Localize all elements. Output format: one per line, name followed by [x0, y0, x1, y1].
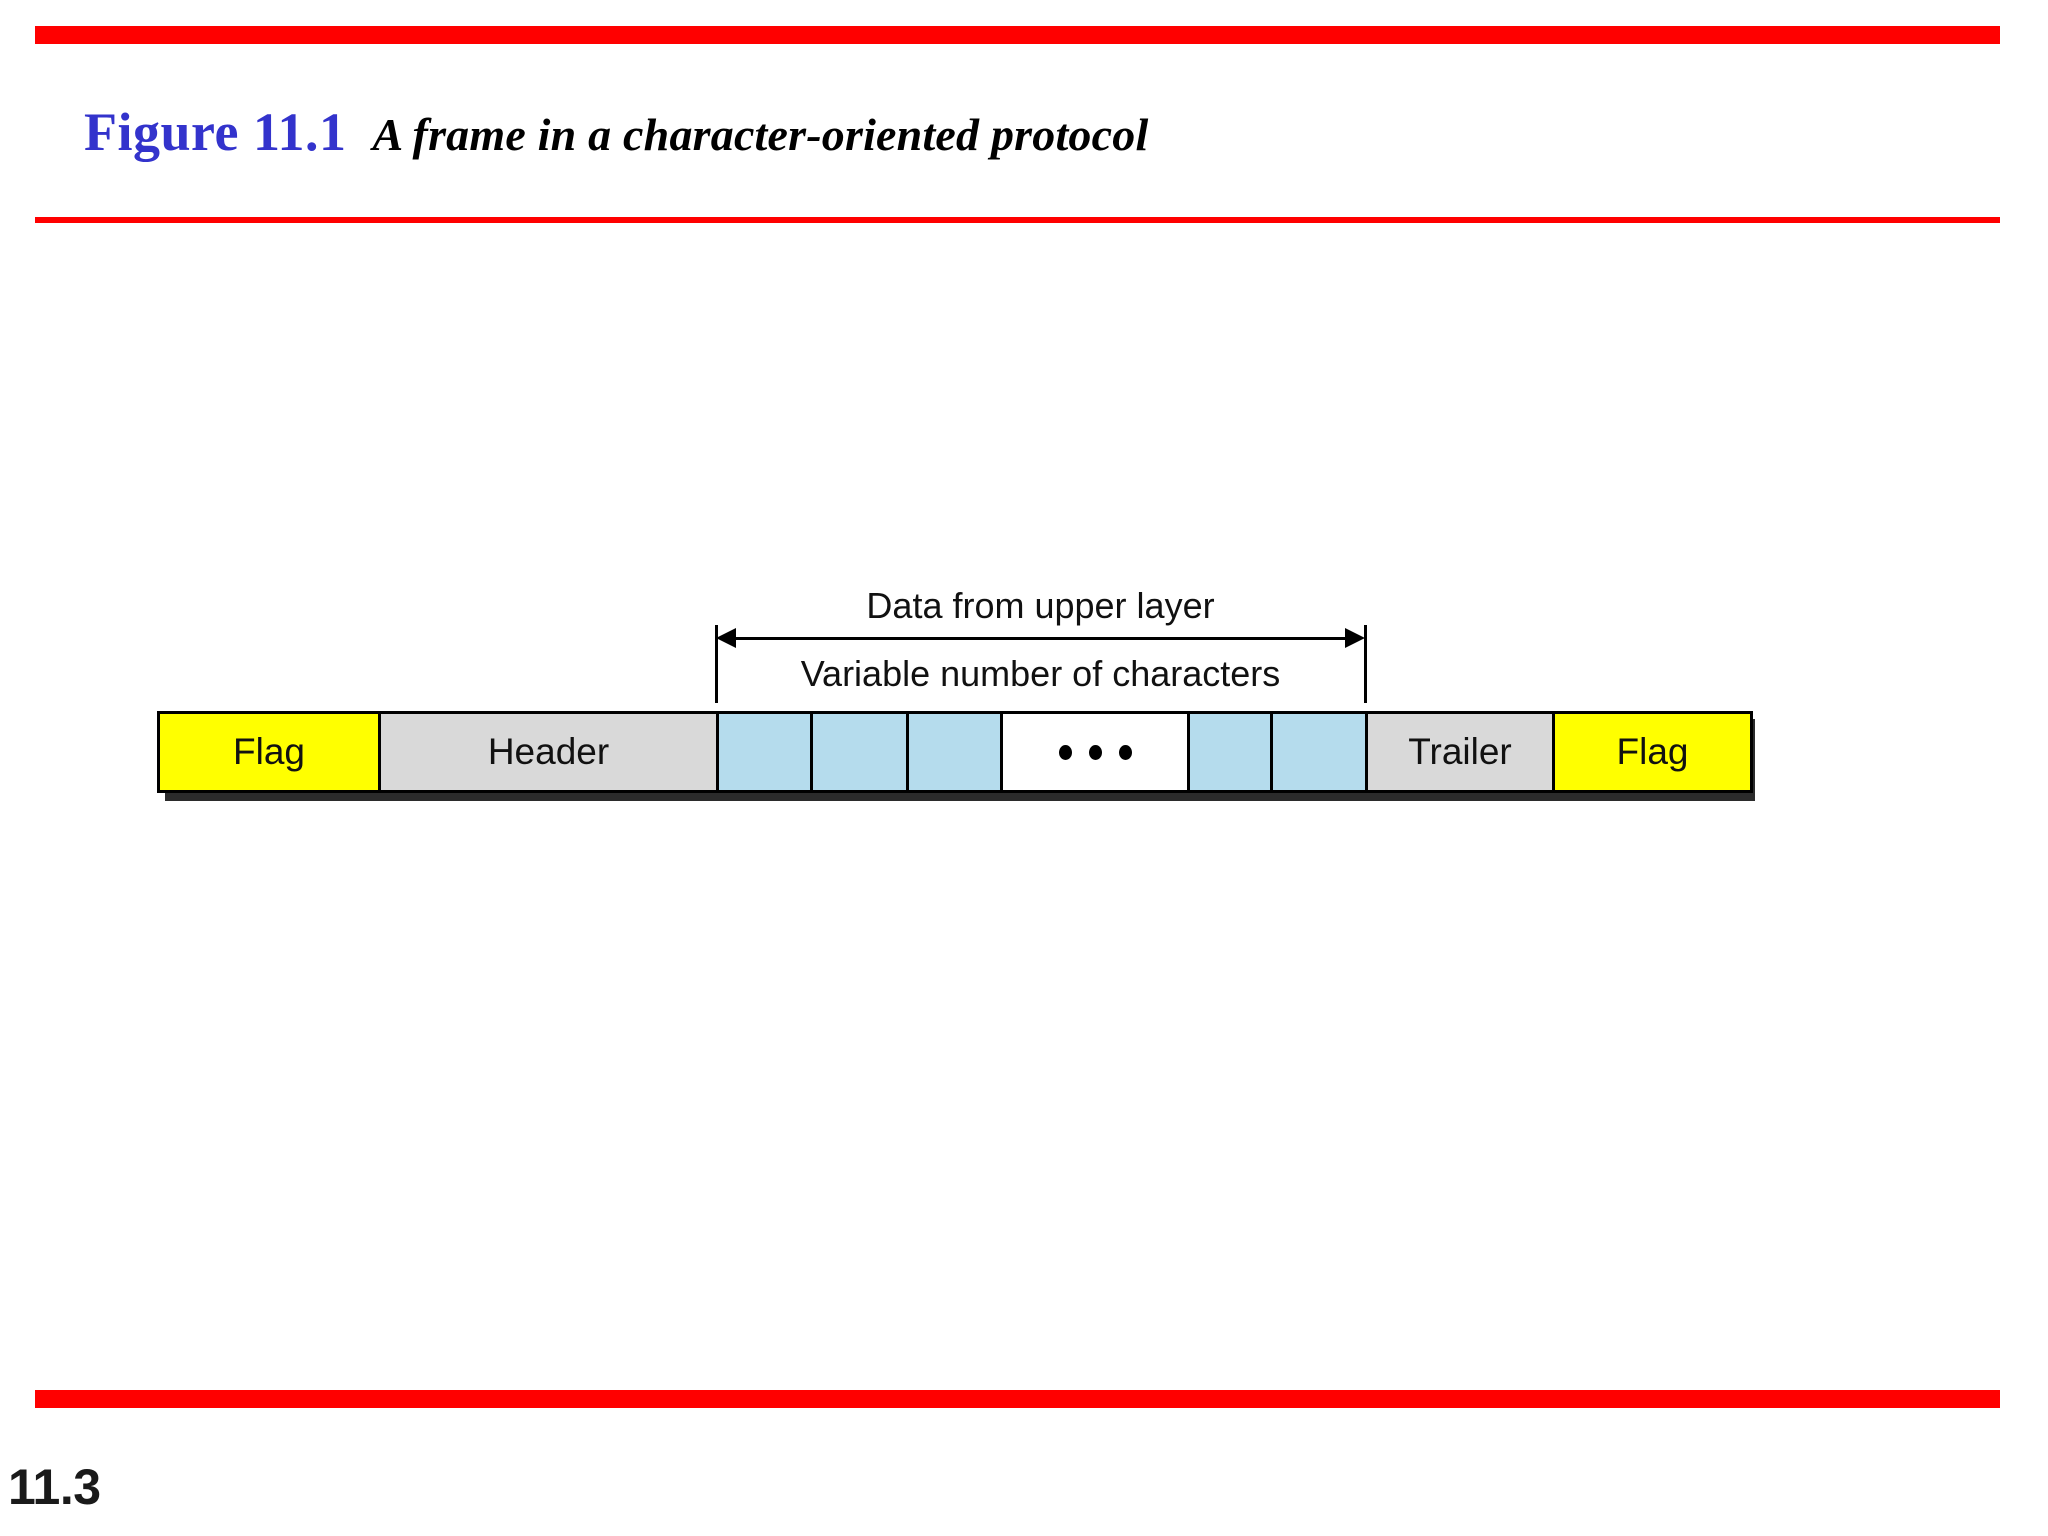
frame-cell-flag-end: Flag	[1555, 714, 1750, 790]
frame-cell-character	[1190, 714, 1273, 790]
frame-cell-character	[909, 714, 1003, 790]
figure-number: Figure 11.1	[84, 102, 347, 162]
arrow-head-right-icon	[1345, 628, 1365, 648]
frame-cell-label: Trailer	[1408, 731, 1512, 772]
frame-cell-character	[1273, 714, 1368, 790]
frame-cell-flag-start: Flag	[160, 714, 381, 790]
top-accent-bar	[35, 26, 2000, 44]
data-from-upper-layer-label: Data from upper layer	[866, 585, 1215, 626]
frame-cell-trailer: Trailer	[1368, 714, 1555, 790]
frame-cell-character	[813, 714, 909, 790]
frame-cell-label: Flag	[1616, 731, 1689, 772]
title-underline-rule	[35, 217, 2000, 223]
frame-cell-ellipsis	[1003, 714, 1190, 790]
span-arrow-line	[727, 637, 1353, 640]
frame-cell-label: Flag	[233, 731, 305, 772]
ellipsis-icon	[1058, 744, 1132, 760]
frame-strip: Flag Header Trailer Flag	[157, 711, 1753, 793]
figure-caption: A frame in a character-oriented protocol	[372, 109, 1149, 160]
variable-number-of-characters-label: Variable number of characters	[800, 653, 1281, 694]
frame-cell-character	[719, 714, 813, 790]
span-tick-right	[1364, 625, 1367, 703]
span-tick-left	[715, 625, 718, 703]
page-number: 11.3	[8, 1459, 101, 1515]
arrow-head-left-icon	[716, 628, 736, 648]
figure-title: Figure 11.1 A frame in a character-orient…	[84, 105, 1148, 159]
frame-cell-label: Header	[487, 731, 610, 772]
frame-cell-header: Header	[381, 714, 719, 790]
bottom-accent-bar	[35, 1390, 2000, 1408]
